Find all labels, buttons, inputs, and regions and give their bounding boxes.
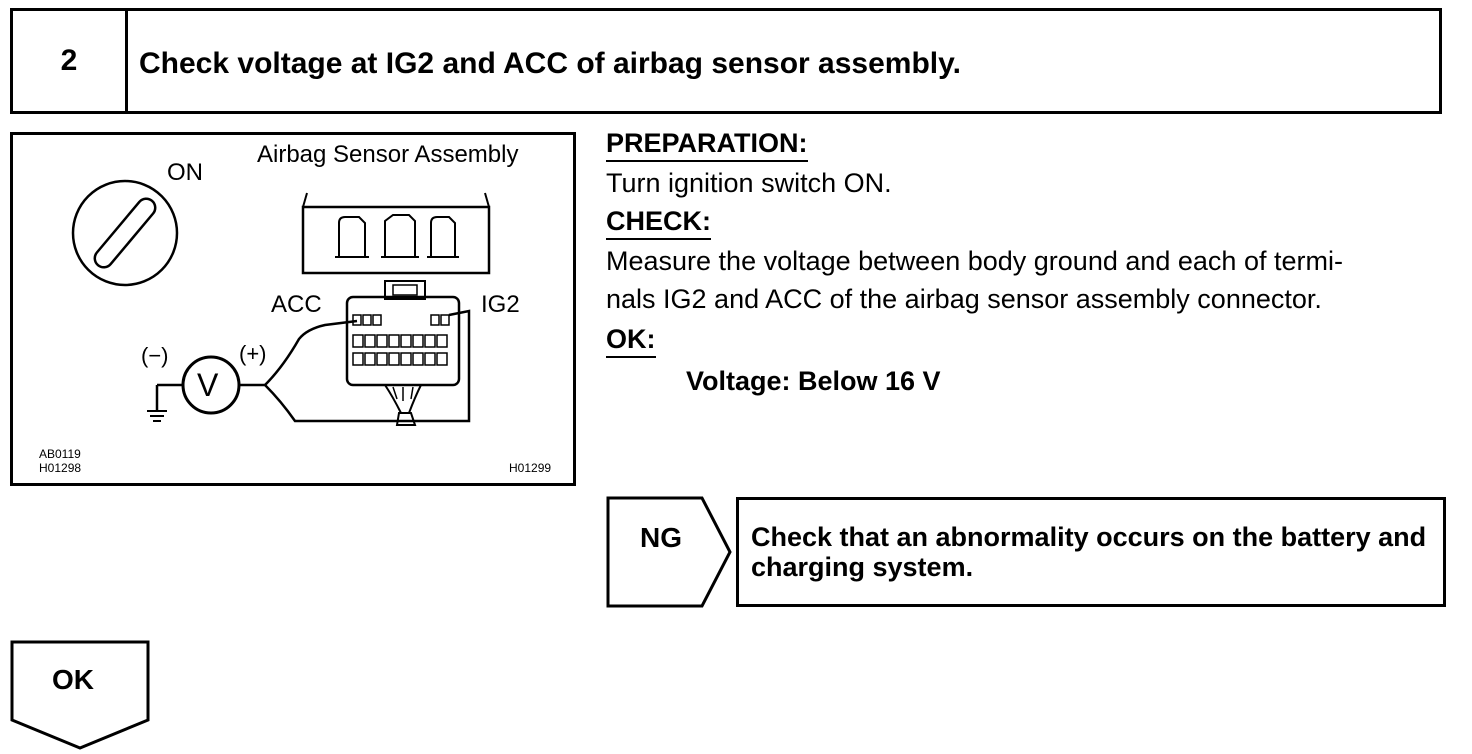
step-title: Check voltage at IG2 and ACC of airbag s… <box>139 47 961 80</box>
voltmeter-icon <box>155 355 265 415</box>
meter-symbol: V <box>197 367 219 403</box>
figure-code: H01299 <box>509 461 552 475</box>
ng-arrow-icon <box>606 496 732 608</box>
ground-icon <box>147 410 167 422</box>
ig2-label: IG2 <box>481 291 520 318</box>
figure-code: H01298 <box>39 461 82 475</box>
preparation-text: Turn ignition switch ON. <box>606 168 892 198</box>
ok-arrow-icon <box>10 640 150 750</box>
sensor-connector-icon <box>301 192 491 275</box>
ng-action-text: Check that an abnormality occurs on the … <box>751 522 1427 582</box>
figure-code: AB0119 <box>39 447 81 461</box>
check-text: nals IG2 and ACC of the airbag sensor as… <box>606 284 1322 314</box>
check-text: Measure the voltage between body ground … <box>606 246 1343 276</box>
ignition-switch-icon <box>71 179 179 287</box>
step-header: 2 Check voltage at IG2 and ACC of airbag… <box>10 8 1442 114</box>
connector-front-icon <box>345 280 461 426</box>
plus-label: (+) <box>239 341 267 366</box>
ng-action-box: Check that an abnormality occurs on the … <box>736 497 1446 607</box>
ok-branch-label: OK <box>52 664 94 695</box>
ng-label: NG <box>640 522 682 553</box>
preparation-label: PREPARATION: <box>606 128 808 162</box>
ok-label: OK: <box>606 324 656 358</box>
wiring-figure: ON Airbag Sensor Assembly ACC IG2 (−) (+… <box>10 132 576 486</box>
acc-label: ACC <box>271 291 322 318</box>
minus-label: (−) <box>141 343 169 368</box>
step-number: 2 <box>13 11 128 111</box>
component-label: Airbag Sensor Assembly <box>257 141 519 168</box>
wiring-diagram <box>71 179 491 426</box>
switch-label: ON <box>167 159 203 186</box>
ok-value: Voltage: Below 16 V <box>686 366 941 396</box>
check-label: CHECK: <box>606 206 711 240</box>
